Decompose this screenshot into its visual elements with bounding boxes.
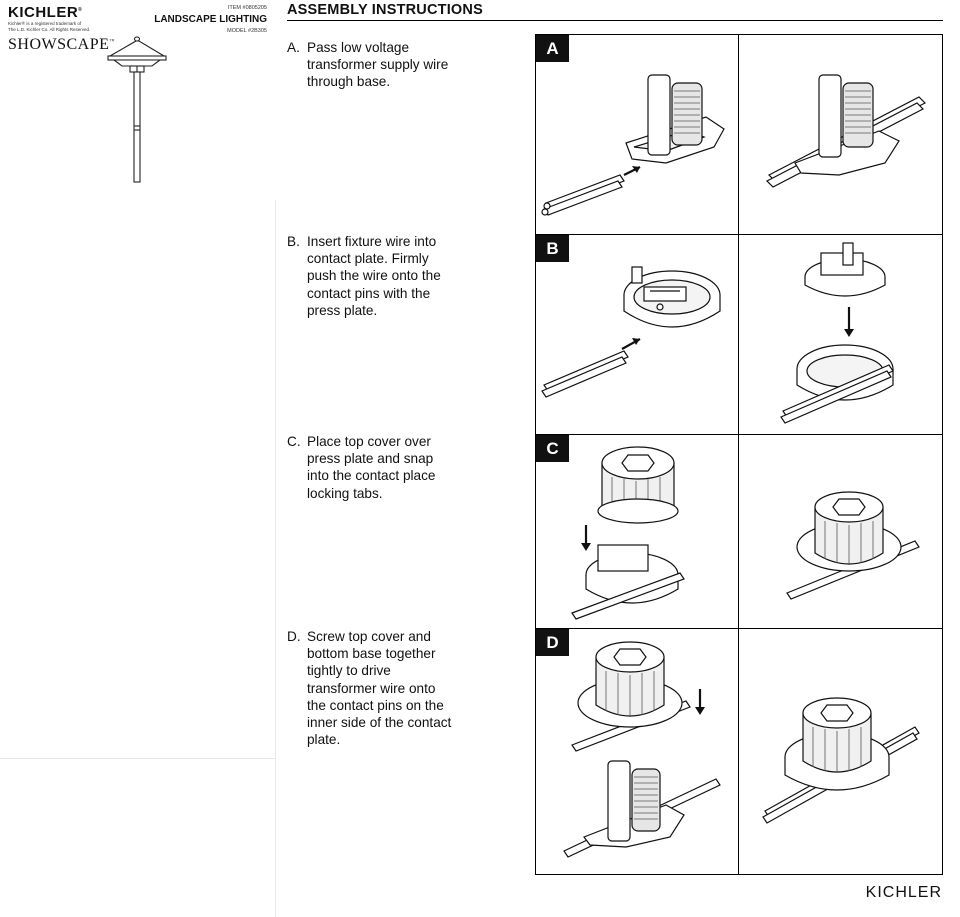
sidebar-divider: [275, 200, 276, 917]
title-rule: [287, 20, 943, 21]
screw-cover-and-base-image: [563, 641, 721, 858]
step-badge: D: [536, 629, 569, 656]
wire-through-base-image: [541, 74, 725, 216]
grid-divider: [535, 628, 943, 629]
fixture-wire-into-plate-image: [541, 266, 721, 398]
step-b-illustration-1: B: [536, 235, 738, 434]
step-a-text: A.Pass low voltage transformer supply wi…: [287, 40, 449, 90]
press-plate-onto-pins-image: [780, 242, 894, 424]
top-cover-snapped-image: [786, 491, 920, 600]
product-sidebar: KICHLER® Kichler® is a registered tradem…: [0, 0, 276, 917]
step-badge: B: [536, 235, 569, 262]
item-number: ITEM #0805205: [227, 5, 267, 11]
page-title: ASSEMBLY INSTRUCTIONS: [287, 2, 483, 18]
sub-brand-logo: SHOWSCAPE™: [8, 36, 115, 53]
footer-brand-logo: KICHLER: [865, 884, 942, 901]
step-d-text: D.Screw top cover and bottom base togeth…: [287, 629, 452, 748]
trademark-notice: Kichler® is a registered trademark of: [8, 21, 82, 26]
step-badge: C: [536, 435, 569, 462]
product-line: LANDSCAPE LIGHTING: [154, 14, 267, 25]
step-a-illustration-2: [739, 35, 942, 234]
step-b-illustration-2: [739, 235, 942, 434]
sidebar-divider-horizontal: [0, 758, 275, 759]
step-c-illustration-2: [739, 435, 942, 628]
step-d-illustration-1: D: [536, 629, 738, 874]
step-c-text: C.Place top cover over press plate and s…: [287, 434, 436, 501]
path-light-fixture-image: [107, 36, 167, 183]
sidebar-header: KICHLER® Kichler® is a registered tradem…: [0, 0, 276, 53]
grid-divider: [535, 234, 943, 235]
brand-logo: KICHLER®: [8, 4, 83, 21]
top-cover-over-plate-image: [571, 446, 685, 620]
step-a-illustration-1: A: [536, 35, 738, 234]
grid-divider: [738, 34, 739, 875]
step-b-text: B.Insert fixture wire into contact plate…: [287, 234, 441, 318]
step-c-illustration-1: C: [536, 435, 738, 628]
grid-divider: [535, 434, 943, 435]
trademark-notice-2: The L.D. Kichler Co. All Rights Reserved…: [8, 27, 91, 32]
model-number: MODEL #2B305: [227, 28, 267, 34]
step-badge: A: [536, 35, 569, 62]
illustration-grid: [535, 34, 943, 875]
assembled-connector-image: [762, 697, 920, 824]
wire-seated-in-base-image: [765, 74, 927, 188]
step-d-illustration-2: [739, 629, 942, 874]
